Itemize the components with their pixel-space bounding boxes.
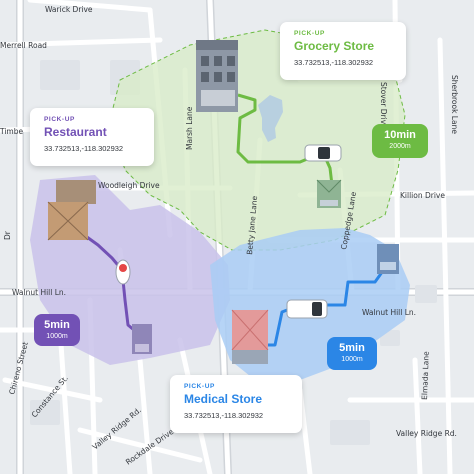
street-label-walnut-hill-left: Walnut Hill Ln. xyxy=(12,288,66,297)
restaurant-card[interactable]: PICK-UP Restaurant 33.732513,-118.302932 xyxy=(30,108,154,166)
grocery-time-badge[interactable]: 10min 2000m xyxy=(372,124,428,158)
street-label-stover-drive: Stover Drive xyxy=(379,82,388,129)
street-label-merrell-road: Merrell Road xyxy=(0,41,47,50)
medical-store-card[interactable]: PICK-UP Medical Store 33.732513,-118.302… xyxy=(170,375,302,433)
medical-destination-house-icon[interactable] xyxy=(377,244,399,274)
restaurant-card-name: Restaurant xyxy=(44,125,107,139)
restaurant-time-badge[interactable]: 5min 1000m xyxy=(34,314,80,346)
pond xyxy=(258,95,283,142)
grocery-store-card[interactable]: PICK-UP Grocery Store 33.732513,-118.302… xyxy=(280,22,406,80)
grocery-card-coords: 33.732513,-118.302932 xyxy=(294,58,374,67)
street-label-marsh-lane: Marsh Lane xyxy=(185,106,194,150)
delivery-scooter-icon[interactable] xyxy=(115,259,131,285)
restaurant-badge-distance: 1000m xyxy=(46,333,68,340)
delivery-van-icon[interactable] xyxy=(286,299,328,319)
medical-card-tag: PICK-UP xyxy=(184,383,215,390)
restaurant-card-coords: 33.732513,-118.302932 xyxy=(44,144,124,153)
grocery-destination-house-icon[interactable] xyxy=(316,179,342,208)
street-label-killion-drive: Killion Drive xyxy=(400,191,445,200)
grocery-badge-distance: 2000m xyxy=(389,143,411,150)
street-label-walnut-hill-right: Walnut Hill Ln. xyxy=(362,308,416,317)
street-label-elmada-lane: Elmada Lane xyxy=(420,351,431,400)
medical-card-name: Medical Store xyxy=(184,392,263,406)
restaurant-card-tag: PICK-UP xyxy=(44,116,75,123)
restaurant-badge-time: 5min xyxy=(44,319,70,331)
medical-badge-distance: 1000m xyxy=(341,356,363,363)
medical-store-building-icon[interactable] xyxy=(231,309,269,364)
street-label-sherbrook-lane: Sherbrook Lane xyxy=(450,75,459,134)
street-label-warick-drive: Warick Drive xyxy=(45,5,93,14)
medical-time-badge[interactable]: 5min 1000m xyxy=(327,337,377,370)
street-label-edge-left: Dr xyxy=(3,230,12,240)
street-label-timber: Timbe xyxy=(0,127,24,136)
grocery-store-building-icon[interactable] xyxy=(196,40,238,112)
street-label-valley-ridge-right: Valley Ridge Rd. xyxy=(396,429,457,438)
medical-card-coords: 33.732513,-118.302932 xyxy=(184,411,264,420)
restaurant-destination-house-icon[interactable] xyxy=(132,324,152,354)
restaurant-building-icon[interactable] xyxy=(47,180,96,241)
grocery-card-tag: PICK-UP xyxy=(294,30,325,37)
delivery-car-icon[interactable] xyxy=(304,144,342,162)
medical-badge-time: 5min xyxy=(339,342,365,354)
street-label-woodleigh-drive: Woodleigh Drive xyxy=(98,181,160,190)
grocery-card-name: Grocery Store xyxy=(294,39,375,53)
grocery-badge-time: 10min xyxy=(384,129,416,141)
